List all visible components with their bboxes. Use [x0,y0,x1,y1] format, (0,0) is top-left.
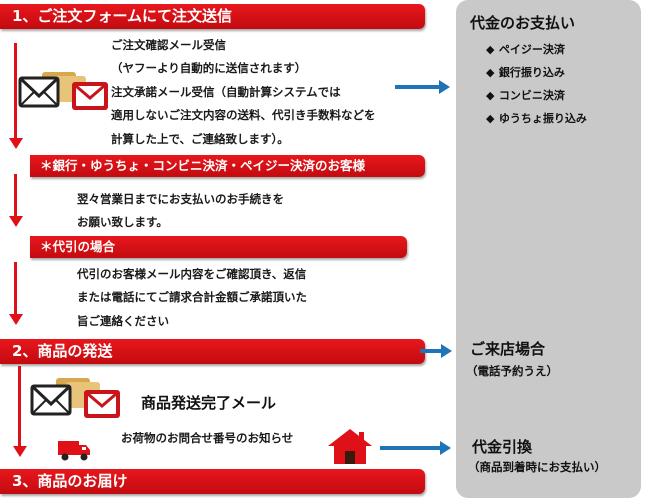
down-arrow-icon [9,138,23,149]
bullet-icon: ◆ [486,66,495,79]
step1-line: （ヤフーより自動的に送信されます） [111,61,307,75]
cod-line: 旨ご連絡ください [77,314,169,328]
cod-band: ＊代引の場合 [30,236,407,258]
flow-line [14,43,17,138]
flow-line [14,262,17,314]
prepaid-line: 翌々営業日までにお支払いのお手続きを [77,192,284,206]
right-arrow-icon [440,441,451,455]
payment-method-label: 銀行振り込み [498,66,565,79]
payment-method-label: コンビニ決済 [498,89,565,102]
right-arrow-icon [439,80,450,94]
store-visit-note: （電話予約うえ） [466,364,558,378]
payment-method-label: ゆうちょ振り込み [498,112,587,125]
step1-line: 注文承諾メール受信（自動計算システムでは [111,85,341,99]
step1-line: ご注文確認メール受信 [111,38,226,52]
step1-line: 計算した上で、ご連絡致します）。 [111,132,289,146]
envelope-icon [18,72,108,110]
cod-note: （商品到着時にお支払い） [468,460,606,474]
payment-title: 代金のお支払い [470,14,576,32]
cod-line: または電話にてご請求合計金額ご承諾頂いた [77,290,307,304]
step1-line: 適用しないご注文内容の送料、代引き手数料などを [111,108,376,122]
flow-line [14,174,17,216]
prepaid-line: お願い致します。 [77,215,168,229]
step3-band: 3、商品のお届け [0,469,425,494]
payment-methods-list: ◆ ペイジー決済 ◆ 銀行振り込み ◆ コンビニ決済 ◆ ゆうちょ振り込み [486,38,587,130]
tracking-note: お荷物のお問合せ番号のお知らせ [121,431,294,445]
payment-method-item: ◆ ゆうちょ振り込み [486,107,587,130]
cod-title: 代金引換 [472,438,533,456]
shipped-mail-label: 商品発送完了メール [141,394,277,412]
bullet-icon: ◆ [486,89,495,102]
payment-panel [456,0,641,498]
step1-band: 1、ご注文フォームにて注文送信 [0,4,425,29]
flow-line [380,446,440,450]
flow-line [395,85,439,89]
flow-line [420,349,441,353]
right-arrow-icon [441,344,452,358]
prepaid-band: ＊銀行・ゆうちょ・コンビニ決済・ペイジー決済のお客様 [30,155,425,177]
down-arrow-icon [13,446,27,457]
store-visit-title: ご来店場合 [470,340,546,358]
flow-line [18,366,21,446]
envelope-icon [30,378,120,418]
house-icon [328,429,372,464]
down-arrow-icon [9,314,23,325]
bullet-icon: ◆ [486,112,495,125]
step2-band: 2、商品の発送 [0,339,425,364]
cod-line: 代引のお客様メール内容をご確認頂き、返信 [77,267,307,281]
bullet-icon: ◆ [486,43,495,56]
payment-method-label: ペイジー決済 [498,43,565,56]
payment-method-item: ◆ コンビニ決済 [486,84,587,107]
down-arrow-icon [9,216,23,227]
payment-method-item: ◆ ペイジー決済 [486,38,587,61]
truck-icon [58,441,90,461]
payment-method-item: ◆ 銀行振り込み [486,61,587,84]
